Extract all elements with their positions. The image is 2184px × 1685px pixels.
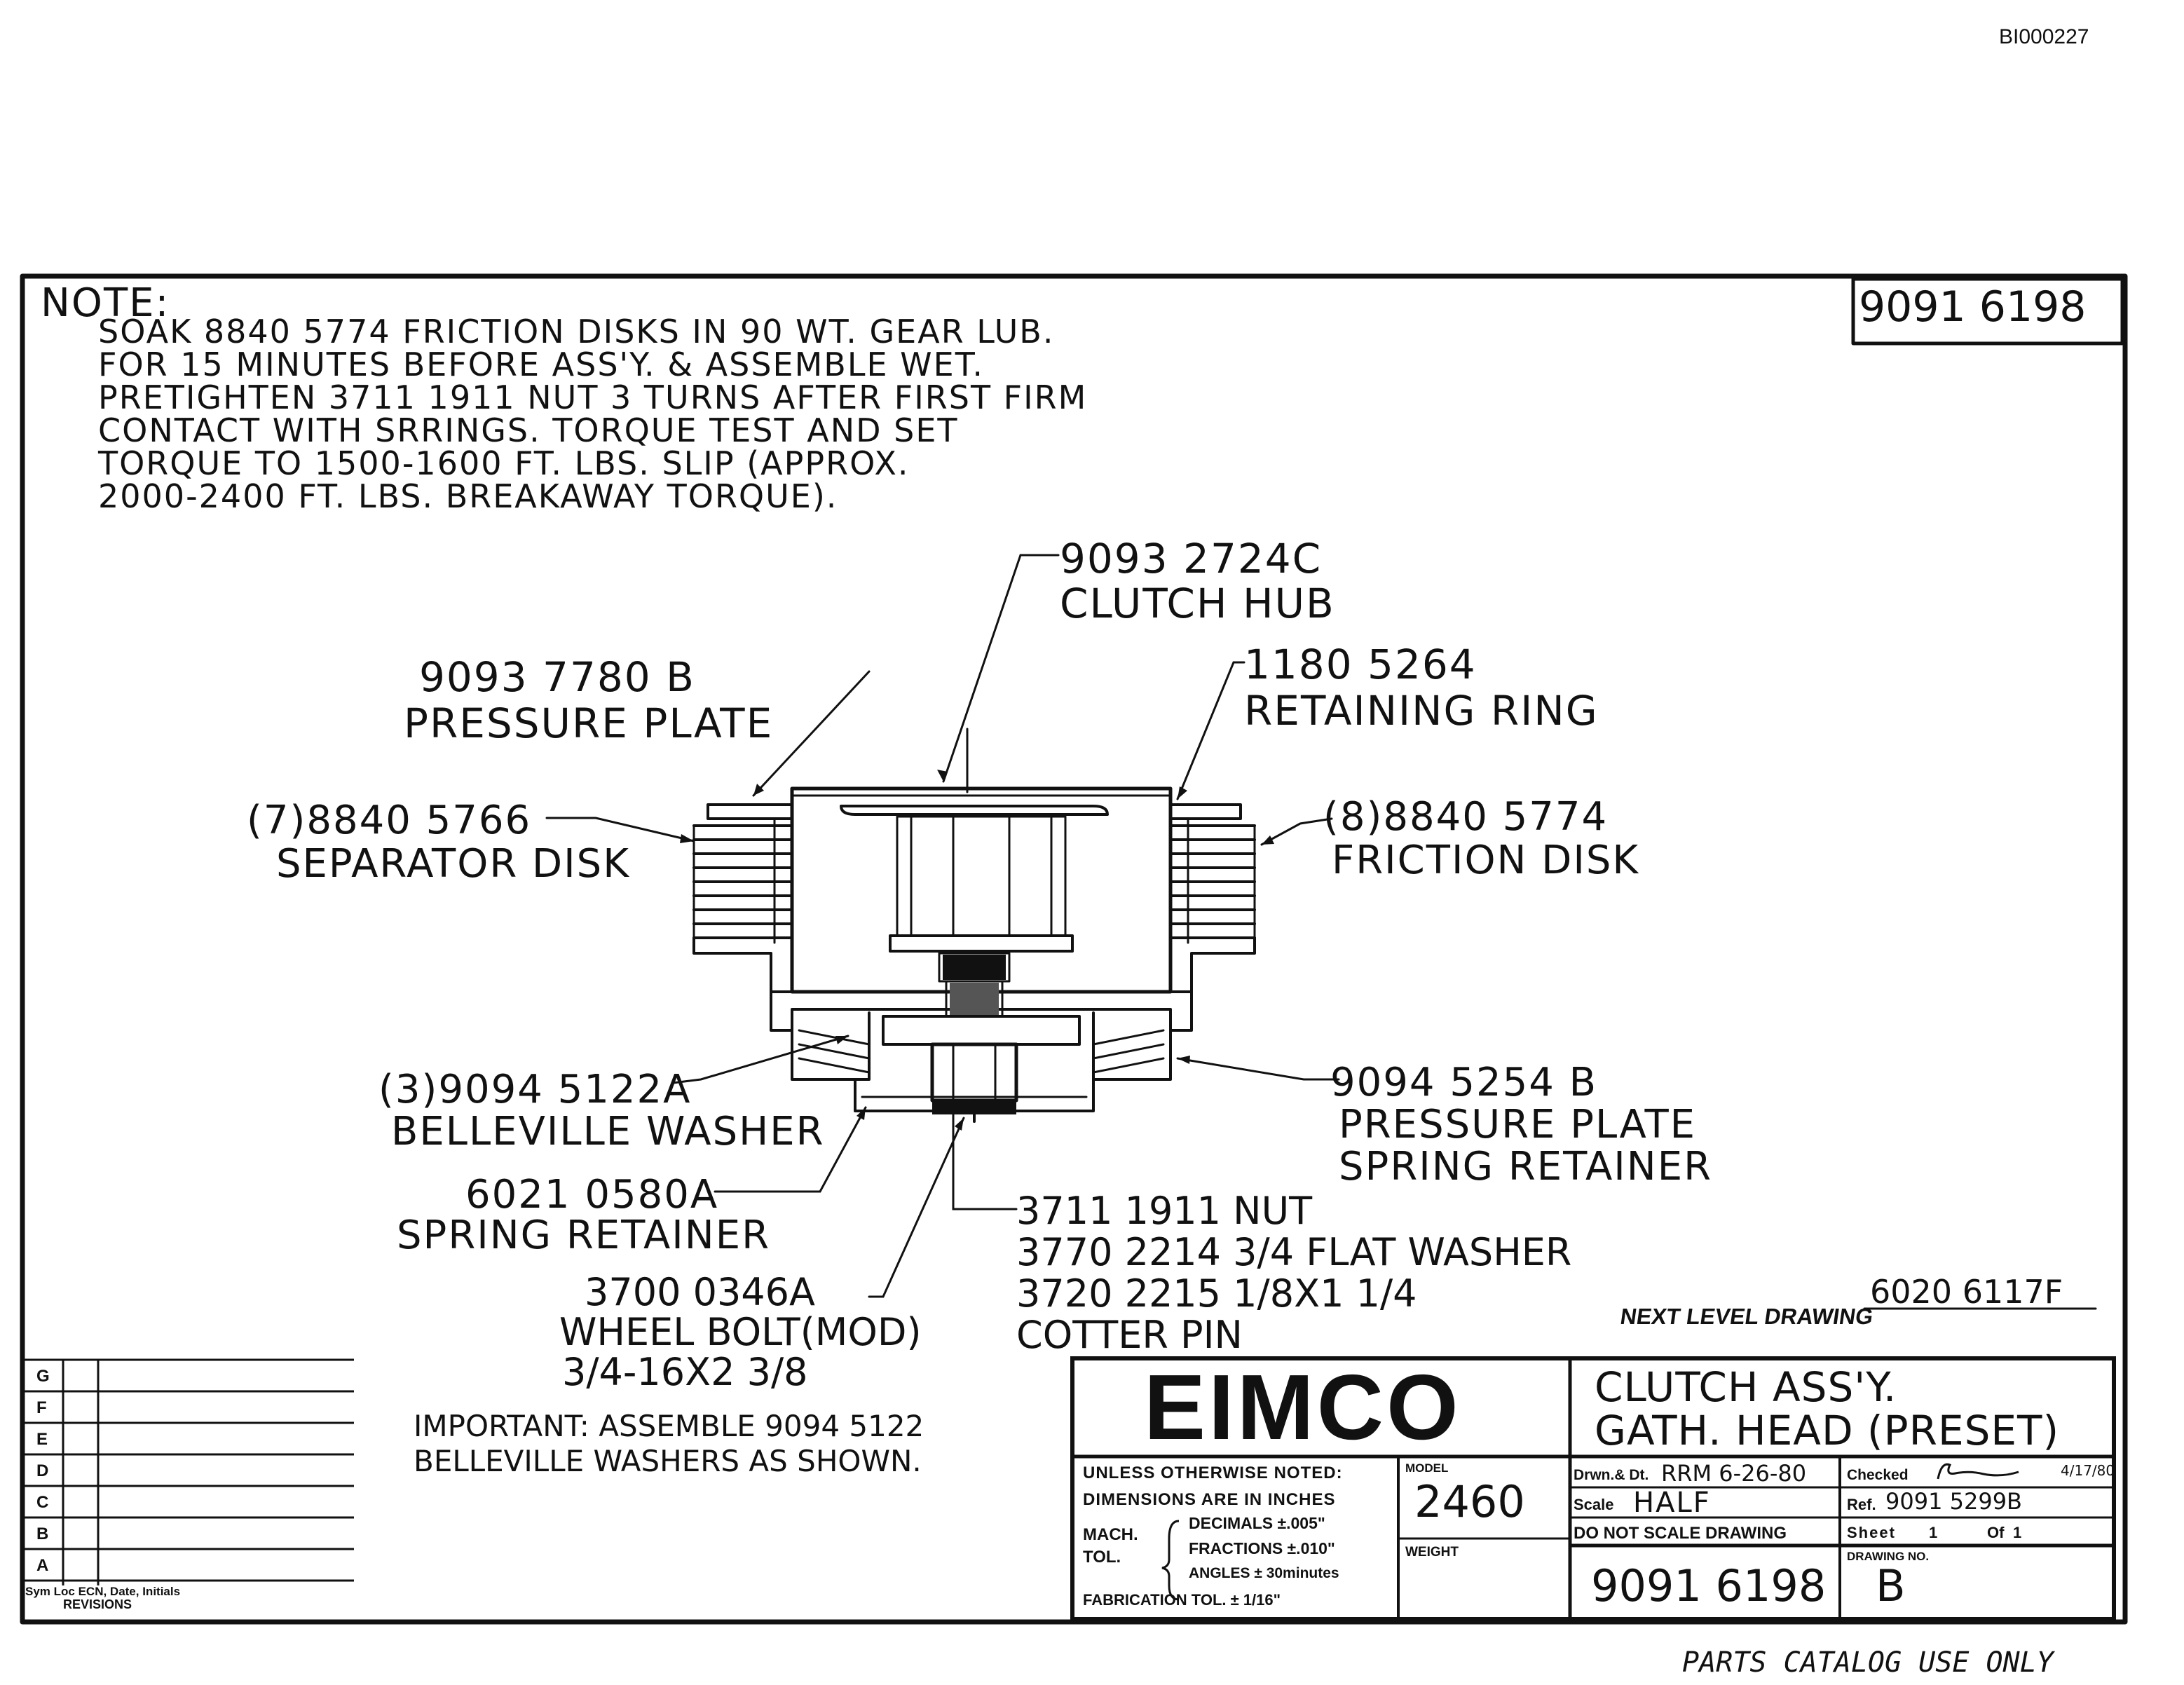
note-line: FOR 15 MINUTES BEFORE ASS'Y. & ASSEMBLE …	[98, 346, 984, 383]
drawing-title: CLUTCH ASS'Y. GATH. HEAD (PRESET)	[1595, 1365, 2059, 1452]
bolt-shank-fill	[950, 983, 999, 1015]
revision-row-label: D	[36, 1461, 49, 1480]
part-line: COTTER PIN	[1016, 1313, 1243, 1357]
important-line: IMPORTANT: ASSEMBLE 9094 5122	[414, 1409, 924, 1443]
revision-row-label: C	[36, 1493, 49, 1512]
unless-noted: UNLESS OTHERWISE NOTED:	[1083, 1464, 1343, 1482]
note-line: CONTACT WITH SRRINGS. TORQUE TEST AND SE…	[98, 411, 959, 449]
drawn-label: Drwn.& Dt.	[1574, 1467, 1649, 1483]
part-name: PRESSURE PLATE	[404, 700, 774, 747]
callout-nut-washer-pin: 3711 1911 NUT 3770 2214 3/4 FLAT WASHER …	[1016, 1190, 1571, 1356]
title-line: GATH. HEAD (PRESET)	[1595, 1407, 2060, 1454]
part-number: 9094 5254 B	[1330, 1060, 1598, 1105]
part-name: BELLEVILLE WASHER	[391, 1109, 825, 1154]
part-name: CLUTCH HUB	[1060, 580, 1335, 627]
model-value: 2460	[1414, 1476, 1525, 1527]
company-logo: EIMCO	[1144, 1356, 1461, 1459]
tolerance-decimals: DECIMALS ±.005"	[1189, 1514, 1325, 1532]
part-name: FRICTION DISK	[1332, 838, 1640, 883]
document-id: BI000227	[1999, 25, 2089, 48]
part-name: SPRING RETAINER	[1339, 1144, 1712, 1189]
note-line: TORQUE TO 1500-1600 FT. LBS. SLIP (APPRO…	[98, 444, 910, 482]
parts-catalog-note: PARTS CATALOG USE ONLY	[1682, 1646, 2054, 1679]
part-number: 9093 7780 B	[419, 653, 695, 701]
corner-drawing-number: 9091 6198	[1859, 282, 2087, 332]
tol-label: TOL.	[1083, 1548, 1121, 1567]
title-line: CLUTCH ASS'Y.	[1595, 1363, 1897, 1411]
do-not-scale: DO NOT SCALE DRAWING	[1574, 1524, 1787, 1543]
callout-spring-retainer: 6021 0580A SPRING RETAINER	[397, 1175, 770, 1256]
sheet-label: Sheet	[1847, 1524, 1896, 1541]
drawing-no-label: DRAWING NO.	[1847, 1550, 1930, 1563]
ref-value: 9091 5299B	[1885, 1488, 2022, 1515]
part-number: 6021 0580A	[465, 1172, 719, 1217]
drawn-value: RRM 6-26-80	[1661, 1460, 1807, 1487]
part-name: RETAINING RING	[1244, 687, 1599, 735]
note-heading: NOTE:	[41, 280, 170, 326]
part-number: (7)8840 5766	[247, 798, 532, 843]
callout-friction-disk: (8)8840 5774 FRICTION DISK	[1323, 796, 1639, 882]
callout-pressure-plate: 9093 7780 B PRESSURE PLATE	[404, 653, 773, 746]
note-line: 2000-2400 FT. LBS. BREAKAWAY TORQUE).	[98, 477, 838, 515]
part-size: 3/4-16X2 3/8	[562, 1350, 808, 1394]
tolerance-fractions: FRACTIONS ±.010"	[1189, 1539, 1335, 1557]
model-label: MODEL	[1405, 1461, 1449, 1475]
part-name: PRESSURE PLATE	[1339, 1102, 1697, 1147]
note-text: SOAK 8840 5774 FRICTION DISKS IN 90 WT. …	[98, 315, 1087, 513]
tolerance-angles: ANGLES ± 30minutes	[1189, 1565, 1339, 1581]
of-value: 1	[2013, 1524, 2022, 1541]
weight-label: WEIGHT	[1405, 1545, 1459, 1560]
part-line: 3711 1911 NUT	[1016, 1189, 1313, 1233]
part-line: 3720 2215 1/8X1 1/4	[1016, 1271, 1417, 1316]
part-number: (3)9094 5122A	[378, 1067, 692, 1112]
part-name: SEPARATOR DISK	[276, 841, 630, 887]
nut-base-fill	[932, 1100, 1016, 1114]
note-line: PRETIGHTEN 3711 1911 NUT 3 TURNS AFTER F…	[98, 378, 1088, 416]
callout-clutch-hub: 9093 2724C CLUTCH HUB	[1060, 536, 1335, 626]
part-name: SPRING RETAINER	[397, 1213, 770, 1258]
checked-label: Checked	[1847, 1467, 1909, 1483]
revision-row-label: E	[36, 1430, 48, 1449]
hub-spline-fill	[943, 955, 1006, 980]
callout-wheel-bolt: 3700 0346A WHEEL BOLT(MOD) 3/4-16X2 3/8	[559, 1272, 922, 1392]
revision-footer-title: REVISIONS	[63, 1597, 132, 1611]
callout-spring-plate-retainer: 9094 5254 B PRESSURE PLATE SPRING RETAIN…	[1330, 1062, 1712, 1188]
important-note: IMPORTANT: ASSEMBLE 9094 5122 BELLEVILLE…	[414, 1409, 924, 1479]
next-level-label: NEXT LEVEL DRAWING	[1618, 1304, 1875, 1329]
part-number: 9093 2724C	[1060, 535, 1323, 582]
ref-label: Ref.	[1847, 1496, 1876, 1513]
checked-signature	[1937, 1463, 2019, 1480]
revision-row-label: G	[36, 1367, 50, 1386]
revision-footer: Sym Loc ECN, Date, Initials	[25, 1585, 181, 1598]
important-line: BELLEVILLE WASHERS AS SHOWN.	[414, 1444, 922, 1478]
sheet-value: 1	[1929, 1524, 1938, 1541]
callout-retaining-ring: 1180 5264 RETAINING RING	[1244, 641, 1599, 734]
part-number: 3700 0346A	[585, 1270, 815, 1314]
revision-row-label: F	[36, 1398, 47, 1417]
scale-label: Scale	[1574, 1496, 1614, 1513]
fabrication-tolerance: FABRICATION TOL. ± 1/16"	[1083, 1591, 1281, 1609]
revision-row-label: A	[36, 1556, 49, 1575]
part-number: (8)8840 5774	[1323, 794, 1609, 840]
scale-value: HALF	[1633, 1487, 1711, 1519]
revision-letter: B	[1876, 1560, 1907, 1611]
of-label: Of	[1987, 1524, 2005, 1541]
mach-label: MACH.	[1083, 1525, 1138, 1544]
checked-date: 4/17/80	[2061, 1462, 2115, 1479]
dimensions-note: DIMENSIONS ARE IN INCHES	[1083, 1490, 1336, 1509]
revision-row-label: B	[36, 1524, 49, 1543]
callout-separator-disk: (7)8840 5766 SEPARATOR DISK	[247, 799, 630, 886]
part-name: WHEEL BOLT(MOD)	[559, 1310, 922, 1354]
next-level-value: 6020 6117F	[1870, 1273, 2063, 1311]
callout-belleville-washer: (3)9094 5122A BELLEVILLE WASHER	[378, 1069, 825, 1153]
part-line: 3770 2214 3/4 FLAT WASHER	[1016, 1230, 1572, 1274]
part-number: 1180 5264	[1244, 641, 1477, 688]
drawing-no-value: 9091 6198	[1591, 1560, 1827, 1611]
note-line: SOAK 8840 5774 FRICTION DISKS IN 90 WT. …	[98, 313, 1055, 350]
